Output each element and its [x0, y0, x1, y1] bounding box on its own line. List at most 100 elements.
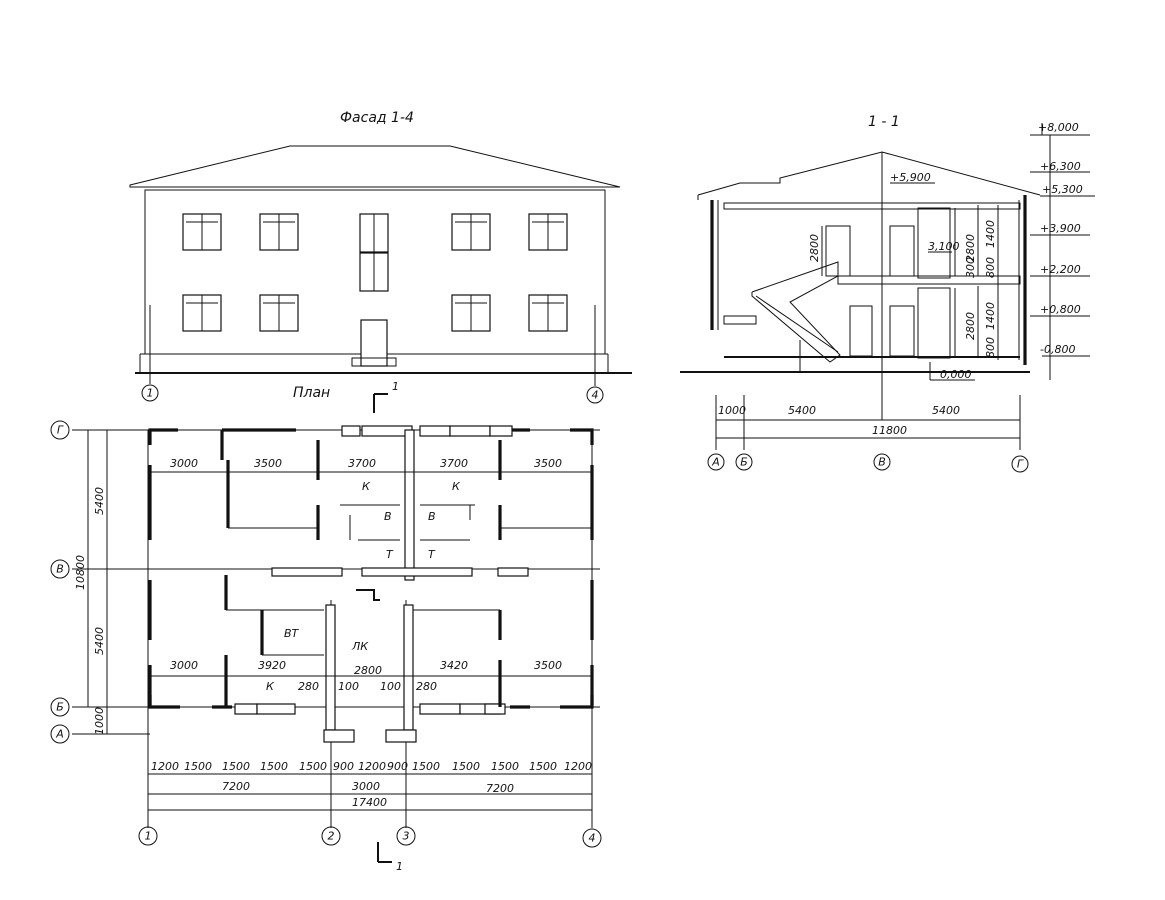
svg-text:5400: 5400: [93, 487, 106, 515]
svg-text:100: 100: [338, 680, 359, 693]
floor-plan: План 1 1: [50, 380, 602, 873]
svg-text:А: А: [711, 456, 720, 469]
plan-dims-mid-row: 3000 3920 2800 3420 3500 280 100 100 280: [150, 659, 592, 693]
svg-text:1500: 1500: [412, 760, 440, 773]
svg-text:1500: 1500: [529, 760, 557, 773]
svg-text:5400: 5400: [93, 627, 106, 655]
svg-text:1200: 1200: [564, 760, 592, 773]
svg-text:1000: 1000: [93, 707, 106, 735]
svg-text:300: 300: [964, 257, 977, 278]
svg-text:3: 3: [403, 830, 410, 843]
facade-title: Фасад 1-4: [340, 110, 414, 126]
svg-text:+0,800: +0,800: [1040, 303, 1081, 316]
svg-text:1500: 1500: [452, 760, 480, 773]
svg-text:3700: 3700: [348, 457, 376, 470]
svg-text:В: В: [56, 563, 64, 576]
facade-windows-lower: [182, 294, 568, 332]
svg-text:1400: 1400: [984, 220, 997, 248]
facade-roof: [129, 145, 621, 188]
svg-text:3920: 3920: [258, 659, 286, 672]
section-level-marks: +8,000 +6,300 +5,900 +5,300 +3,900 3,100…: [890, 121, 1095, 381]
plan-axes-left: Г В Б А: [50, 420, 70, 744]
svg-text:1: 1: [392, 380, 399, 393]
svg-text:3500: 3500: [254, 457, 282, 470]
svg-text:2: 2: [328, 830, 335, 843]
svg-text:В: В: [878, 456, 886, 469]
svg-text:10800: 10800: [74, 555, 87, 590]
section-axes: А Б В Г: [707, 453, 1029, 473]
plan-interior-walls: [220, 429, 592, 743]
svg-text:Б: Б: [56, 701, 64, 714]
svg-text:В: В: [384, 510, 392, 523]
svg-text:5400: 5400: [788, 404, 816, 417]
plan-dims-top-row: 3000 3500 3700 3700 3500: [150, 457, 592, 473]
facade-axis-1: [141, 384, 159, 402]
facade-stair-window: [359, 213, 389, 292]
svg-text:2800: 2800: [808, 234, 821, 262]
svg-text:280: 280: [298, 680, 319, 693]
plan-room-labels: К К В В Т Т ВТ ЛК К: [266, 480, 461, 693]
svg-text:ЛК: ЛК: [351, 640, 369, 653]
plan-dims-bottom-chain: 1200 1500 1500 1500 1500 900 1200 900 15…: [148, 760, 592, 811]
svg-text:1000: 1000: [718, 404, 746, 417]
section-title: 1 - 1: [868, 114, 900, 130]
svg-text:800: 800: [984, 337, 997, 358]
plan-title: План: [293, 385, 330, 401]
svg-text:0,000: 0,000: [940, 368, 972, 381]
svg-text:В: В: [428, 510, 436, 523]
svg-text:3000: 3000: [352, 780, 380, 793]
section-vertical-dims: 2800 2800 1400 300 800 2800 1400 800: [808, 205, 999, 360]
svg-text:17400: 17400: [352, 796, 387, 809]
svg-text:1500: 1500: [222, 760, 250, 773]
svg-text:А: А: [55, 728, 64, 741]
svg-text:К: К: [452, 480, 461, 493]
section-bottom-dims: 1000 5400 5400 11800: [715, 395, 1021, 450]
svg-text:3700: 3700: [440, 457, 468, 470]
svg-text:+2,200: +2,200: [1040, 263, 1081, 276]
svg-text:280: 280: [416, 680, 437, 693]
section-roof: [697, 151, 1041, 196]
svg-text:Г: Г: [57, 424, 64, 437]
section-stair: [751, 261, 841, 372]
facade-axis-4-label: 4: [592, 389, 599, 402]
facade-axis-1-label: 1: [147, 387, 154, 400]
section-1-1: 1 - 1 +8,000: [680, 114, 1095, 473]
svg-text:2800: 2800: [354, 664, 382, 677]
svg-text:4: 4: [589, 832, 596, 845]
svg-text:2800: 2800: [964, 312, 977, 340]
svg-text:+3,900: +3,900: [1040, 222, 1081, 235]
facade-entrance-door: [360, 319, 388, 367]
svg-text:3000: 3000: [170, 659, 198, 672]
svg-text:1500: 1500: [299, 760, 327, 773]
svg-text:1500: 1500: [184, 760, 212, 773]
svg-text:Т: Т: [428, 548, 436, 561]
svg-text:7200: 7200: [222, 780, 250, 793]
svg-text:3500: 3500: [534, 457, 562, 470]
svg-text:1: 1: [396, 860, 403, 873]
svg-text:2800: 2800: [964, 234, 977, 262]
svg-text:+6,300: +6,300: [1040, 160, 1081, 173]
svg-text:800: 800: [984, 257, 997, 278]
plan-section-mark-bottom: 1: [377, 842, 403, 873]
svg-text:1500: 1500: [260, 760, 288, 773]
svg-text:К: К: [362, 480, 371, 493]
svg-text:7200: 7200: [486, 782, 514, 795]
section-floor-slab-2: [837, 275, 1021, 285]
plan-axes-bottom: 1 2 3 4: [138, 826, 602, 848]
svg-text:+5,300: +5,300: [1042, 183, 1083, 196]
plan-exterior-walls: [148, 428, 594, 709]
facade-windows-upper: [182, 213, 568, 251]
svg-text:900: 900: [387, 760, 408, 773]
svg-text:100: 100: [380, 680, 401, 693]
svg-text:5400: 5400: [932, 404, 960, 417]
svg-text:1200: 1200: [151, 760, 179, 773]
svg-text:Г: Г: [1017, 458, 1024, 471]
svg-text:1500: 1500: [491, 760, 519, 773]
svg-text:3420: 3420: [440, 659, 468, 672]
svg-text:К: К: [266, 680, 275, 693]
svg-text:1: 1: [145, 830, 152, 843]
svg-text:3500: 3500: [534, 659, 562, 672]
svg-text:+5,900: +5,900: [890, 171, 931, 184]
svg-text:-0,800: -0,800: [1040, 343, 1075, 356]
